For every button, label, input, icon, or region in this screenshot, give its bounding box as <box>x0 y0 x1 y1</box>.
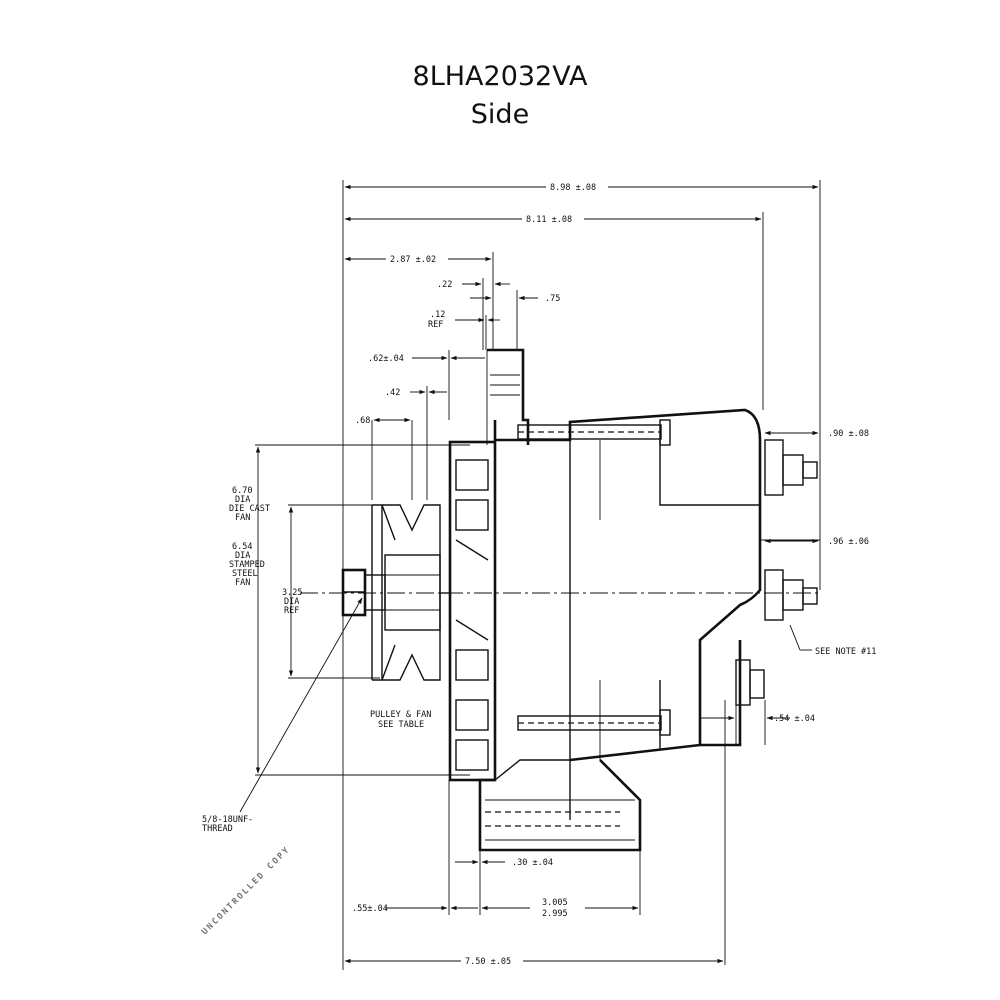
overall-length-label: 8.98 ±.08 <box>550 183 596 193</box>
pulley-ref-line-1: 3.25 <box>282 588 302 598</box>
stamped-fan-line-1: 6.54 <box>232 542 252 552</box>
ref-word-label: REF <box>428 320 443 330</box>
pulley <box>341 504 450 681</box>
uncontrolled-copy-watermark: UNCONTROLLED COPY <box>200 844 293 937</box>
see-note-label: SEE NOTE #11 <box>815 647 876 657</box>
pulley-ref-line-2: DIA <box>284 597 299 607</box>
part-number-title: 8LHA2032VA <box>412 61 588 92</box>
flange-thickness-label: .22 <box>437 280 452 290</box>
terminal-top-label: .90 ±.08 <box>828 429 869 439</box>
stamped-fan-line-2: DIA <box>235 551 250 561</box>
extension-lines <box>255 180 821 970</box>
thread-note-line-1: 5/8-18UNF- <box>202 815 253 825</box>
die-cast-fan-line-4: FAN <box>235 513 250 523</box>
pulley-fan-note-line-2: SEE TABLE <box>378 720 424 730</box>
dimension-lines <box>239 184 819 964</box>
thread-note-line-2: THREAD <box>202 824 233 834</box>
foot-length-min-label: 2.995 <box>542 909 568 919</box>
ref-12-label: .12 <box>430 310 445 320</box>
stamped-fan-line-5: FAN <box>235 578 250 588</box>
base-length-label: 7.50 ±.05 <box>465 957 511 967</box>
view-subtitle: Side <box>470 99 530 130</box>
die-cast-fan-line-3: DIE CAST <box>229 504 270 514</box>
die-cast-fan-line-2: DIA <box>235 495 250 505</box>
foot-width-label: .30 ±.04 <box>512 858 553 868</box>
foot-length-max-label: 3.005 <box>542 898 568 908</box>
dim-42-label: .42 <box>385 388 400 398</box>
fan <box>448 440 497 782</box>
stamped-fan-line-4: STEEL <box>232 569 258 579</box>
terminal-low-label: .54 ±.04 <box>774 714 815 724</box>
notes: 6.70 DIA DIE CAST FAN 6.54 DIA STAMPED S… <box>202 486 876 834</box>
dim-68-label: .68 <box>355 416 370 426</box>
ear-width-label: .75 <box>545 294 560 304</box>
pulley-ref-line-3: REF <box>284 606 299 616</box>
dimension-labels: 8.98 ±.08 8.11 ±.08 2.87 ±.02 .22 .75 .1… <box>352 181 869 967</box>
dim-62-label: .62±.04 <box>368 354 404 364</box>
body-length-label: 8.11 ±.08 <box>526 215 572 225</box>
stamped-fan-line-3: STAMPED <box>229 560 265 570</box>
die-cast-fan-line-1: 6.70 <box>232 486 252 496</box>
pulley-fan-note-line-1: PULLEY & FAN <box>370 710 431 720</box>
drawing-header: 8LHA2032VA Side <box>0 58 1000 134</box>
terminal-mid-label: .96 ±.06 <box>828 537 869 547</box>
foot-offset-label: .55±.04 <box>352 904 388 914</box>
pulley-flange-label: 2.87 ±.02 <box>390 255 436 265</box>
